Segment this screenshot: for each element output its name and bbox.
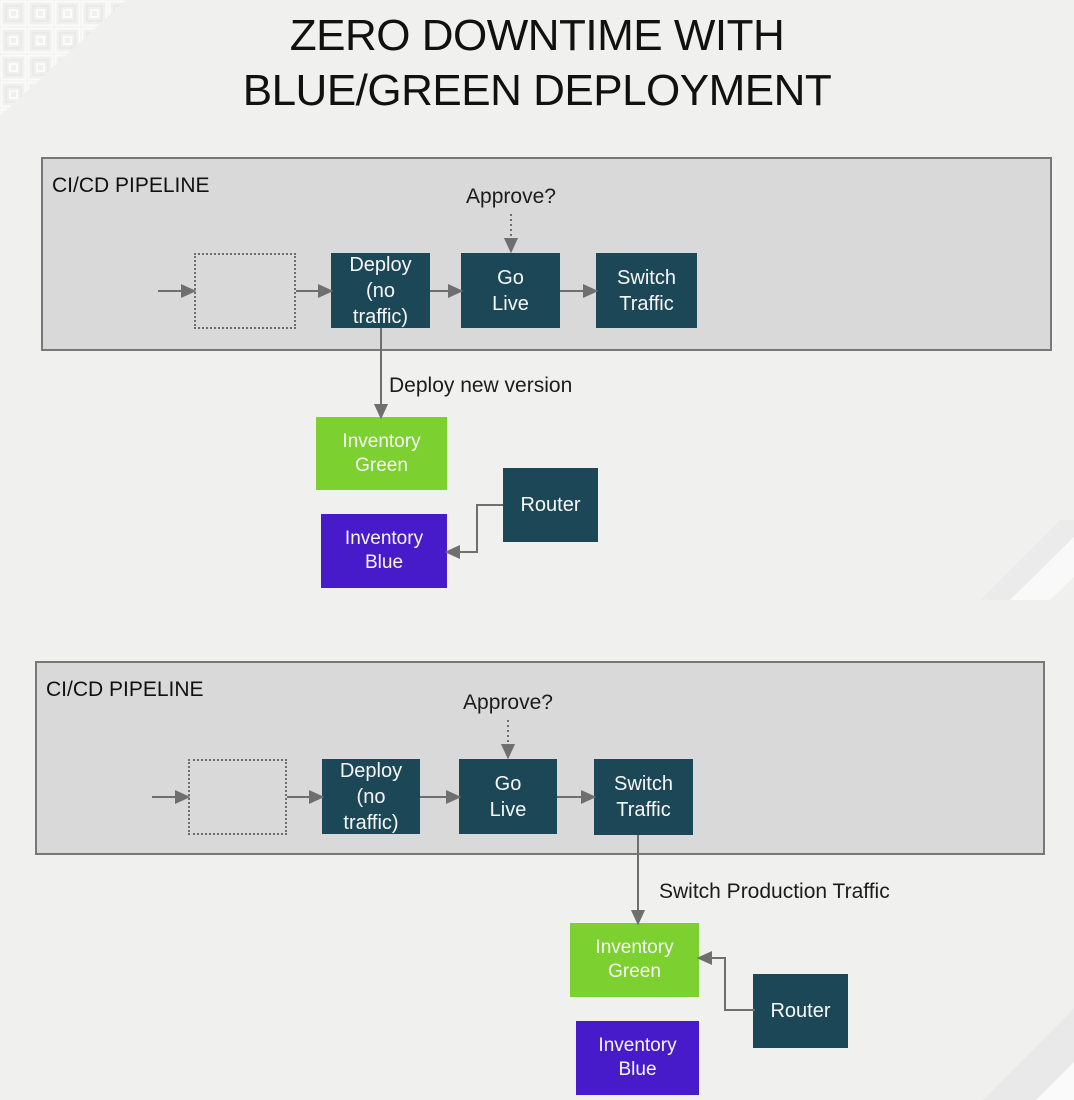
- router-1: Router: [503, 468, 598, 542]
- connector-router-to-green-2: [696, 950, 755, 1011]
- connector-router-to-blue-1: [444, 504, 503, 560]
- pipeline-placeholder-stage-2: [188, 759, 287, 835]
- inventory-blue-1: Inventory Blue: [321, 514, 447, 588]
- cicd-pipeline-label-1: CI/CD PIPELINE: [52, 174, 210, 197]
- stage-deploy-no-traffic-1: Deploy (no traffic): [331, 253, 430, 328]
- cicd-pipeline-label-2: CI/CD PIPELINE: [46, 678, 204, 701]
- stage-deploy-no-traffic-2: Deploy (no traffic): [322, 759, 420, 834]
- stage-switch-traffic-1: Switch Traffic: [596, 253, 697, 328]
- diagonal-band-decoration-bottom-right: [983, 1008, 1074, 1100]
- stage-switch-traffic-2: Switch Traffic: [594, 759, 693, 835]
- stage-go-live-1: Go Live: [461, 253, 560, 328]
- stage-go-live-2: Go Live: [459, 759, 557, 834]
- router-2: Router: [753, 974, 848, 1048]
- inventory-blue-2: Inventory Blue: [576, 1021, 699, 1095]
- page-title-line-2: BLUE/GREEN DEPLOYMENT: [242, 66, 832, 115]
- approve-label-1: Approve?: [466, 185, 556, 208]
- approve-label-2: Approve?: [463, 691, 553, 714]
- inventory-green-2: Inventory Green: [570, 923, 699, 997]
- page-title-line-1: ZERO DOWNTIME WITH: [289, 11, 785, 60]
- flow-label-deploy-new-version: Deploy new version: [389, 374, 573, 397]
- pipeline-placeholder-stage-1: [194, 253, 296, 329]
- diagonal-band-decoration-right: [980, 520, 1074, 600]
- inventory-green-1: Inventory Green: [316, 417, 447, 490]
- flow-label-switch-production-traffic: Switch Production Traffic: [659, 880, 890, 903]
- page-title: ZERO DOWNTIME WITH BLUE/GREEN DEPLOYMENT: [0, 8, 1074, 118]
